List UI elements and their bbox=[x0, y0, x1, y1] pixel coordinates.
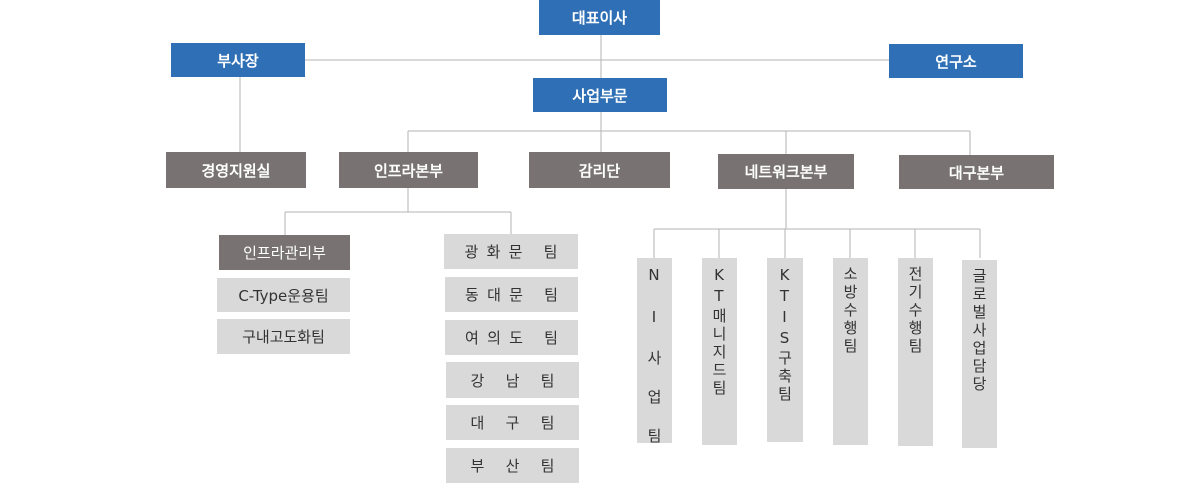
business-division-box: 사업부문 bbox=[533, 78, 667, 112]
network-team-box: KT매니지드팀 bbox=[702, 258, 737, 445]
infra-team-box: 광화문 팀 bbox=[444, 234, 578, 269]
infra-management-box: 인프라관리부 bbox=[219, 235, 350, 270]
network-team-label: 전기수행팀 bbox=[906, 266, 924, 356]
network-team-label: N I 사 업 팀 bbox=[645, 266, 663, 446]
business-division-label: 사업부문 bbox=[572, 86, 628, 105]
infra-management-label: 인프라관리부 bbox=[243, 244, 326, 262]
audit-team-box: 감리단 bbox=[529, 152, 670, 188]
network-team-box: 글로벌사업담당 bbox=[962, 260, 997, 448]
management-support-box: 경영지원실 bbox=[166, 152, 306, 188]
network-team-label: 소방수행팀 bbox=[841, 266, 859, 356]
network-team-box: KTIS구축팀 bbox=[767, 258, 803, 442]
network-hq-label: 네트워크본부 bbox=[744, 163, 828, 181]
infra-team-box: 부 산 팀 bbox=[446, 448, 579, 483]
infra-team-box: 대 구 팀 bbox=[446, 405, 579, 440]
network-team-box: 소방수행팀 bbox=[833, 258, 868, 445]
infra-team-box: 강 남 팀 bbox=[446, 362, 579, 398]
vice-president-box: 부사장 bbox=[171, 43, 305, 77]
infra-hq-label: 인프라본부 bbox=[373, 161, 443, 180]
infra-hq-box: 인프라본부 bbox=[339, 152, 478, 188]
ceo-label: 대표이사 bbox=[571, 9, 628, 27]
infra-team-label: 여의도 팀 bbox=[465, 329, 567, 347]
daegu-hq-box: 대구본부 bbox=[899, 155, 1054, 189]
management-support-label: 경영지원실 bbox=[201, 161, 271, 180]
research-lab-box: 연구소 bbox=[889, 44, 1023, 78]
in-building-box: 구내고도화팀 bbox=[217, 319, 350, 354]
network-hq-box: 네트워크본부 bbox=[718, 154, 854, 189]
infra-team-box: 여의도 팀 bbox=[445, 320, 578, 355]
ceo-box: 대표이사 bbox=[539, 0, 660, 35]
ctype-operation-label: C-Type운용팀 bbox=[238, 286, 329, 305]
infra-team-label: 대 구 팀 bbox=[470, 414, 563, 432]
ctype-operation-box: C-Type운용팀 bbox=[217, 278, 350, 312]
infra-team-label: 동대문 팀 bbox=[465, 286, 567, 304]
infra-team-box: 동대문 팀 bbox=[445, 277, 578, 312]
in-building-label: 구내고도화팀 bbox=[242, 328, 325, 346]
network-team-box: 전기수행팀 bbox=[898, 258, 933, 446]
audit-team-label: 감리단 bbox=[578, 161, 621, 180]
network-team-label: 글로벌사업담당 bbox=[970, 268, 988, 394]
research-lab-label: 연구소 bbox=[935, 52, 977, 71]
daegu-hq-label: 대구본부 bbox=[948, 163, 1005, 182]
network-team-box: N I 사 업 팀 bbox=[637, 258, 672, 446]
vice-president-label: 부사장 bbox=[217, 51, 259, 70]
network-team-label: KT매니지드팀 bbox=[710, 266, 728, 398]
infra-team-label: 광화문 팀 bbox=[464, 243, 566, 261]
infra-team-label: 부 산 팀 bbox=[470, 457, 563, 475]
infra-team-label: 강 남 팀 bbox=[470, 371, 563, 390]
network-team-label: KTIS구축팀 bbox=[775, 266, 794, 404]
